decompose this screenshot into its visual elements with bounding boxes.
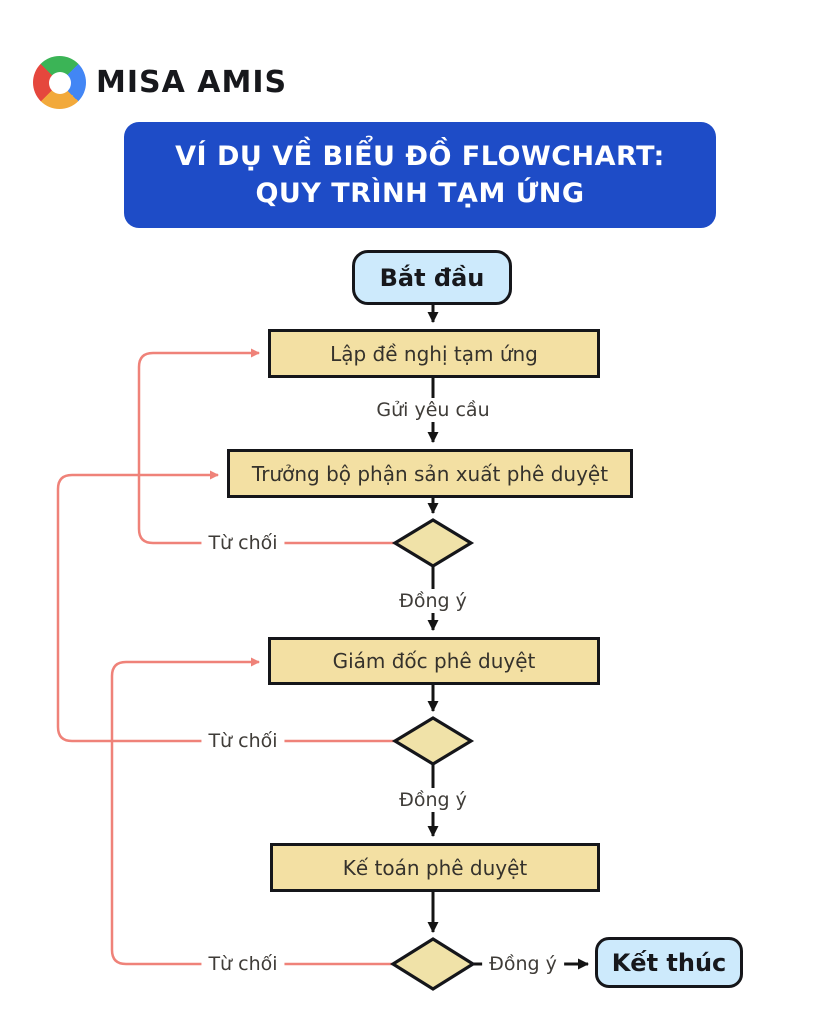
start-node-label: Bắt đầu <box>379 263 485 292</box>
title-banner: VÍ DỤ VỀ BIỂU ĐỒ FLOWCHART: QUY TRÌNH TẠ… <box>124 122 716 228</box>
process-node-accountant-approve: Kế toán phê duyệt <box>270 843 600 892</box>
process-node-label: Giám đốc phê duyệt <box>332 649 536 673</box>
process-node-label: Kế toán phê duyệt <box>342 855 528 880</box>
edge-label-agree-2: Đồng ý <box>392 788 474 812</box>
edge-label-send-request: Gửi yêu cầu <box>369 398 497 422</box>
misa-swirl-icon <box>33 56 86 109</box>
reject-flow-lines <box>56 348 396 966</box>
title-line-1: VÍ DỤ VỀ BIỂU ĐỒ FLOWCHART: <box>175 141 665 172</box>
process-node-label: Lập đề nghị tạm ứng <box>330 341 538 366</box>
process-node-director-approve: Giám đốc phê duyệt <box>268 637 600 685</box>
process-node-manager-approve: Trưởng bộ phận sản xuất phê duyệt <box>227 449 633 498</box>
start-node: Bắt đầu <box>352 250 512 305</box>
brand-name: MISA AMIS <box>96 65 288 100</box>
decision-diamond-2 <box>391 716 475 766</box>
edge-label-reject-2: Từ chối <box>201 729 285 753</box>
edge-reject-decision2-to-step2 <box>56 470 396 743</box>
decision-diamonds <box>389 518 477 991</box>
end-node-label: Kết thúc <box>611 948 727 977</box>
edge-reject-decision1-to-step1 <box>137 348 396 545</box>
edge-label-reject-1: Từ chối <box>201 531 285 555</box>
decision-diamond-1 <box>391 518 475 568</box>
edge-label-agree-3: Đồng ý <box>482 952 564 976</box>
edge-reject-decision3-to-step3 <box>110 657 396 966</box>
edge-label-reject-3: Từ chối <box>201 952 285 976</box>
decision-diamond-3 <box>389 937 477 991</box>
brand-logo: MISA AMIS <box>33 56 287 109</box>
end-node: Kết thúc <box>595 937 743 988</box>
process-node-create-request: Lập đề nghị tạm ứng <box>268 329 600 378</box>
title-line-2: QUY TRÌNH TẠM ỨNG <box>255 178 585 209</box>
process-node-label: Trưởng bộ phận sản xuất phê duyệt <box>251 461 609 486</box>
edge-label-agree-1: Đồng ý <box>392 589 474 613</box>
